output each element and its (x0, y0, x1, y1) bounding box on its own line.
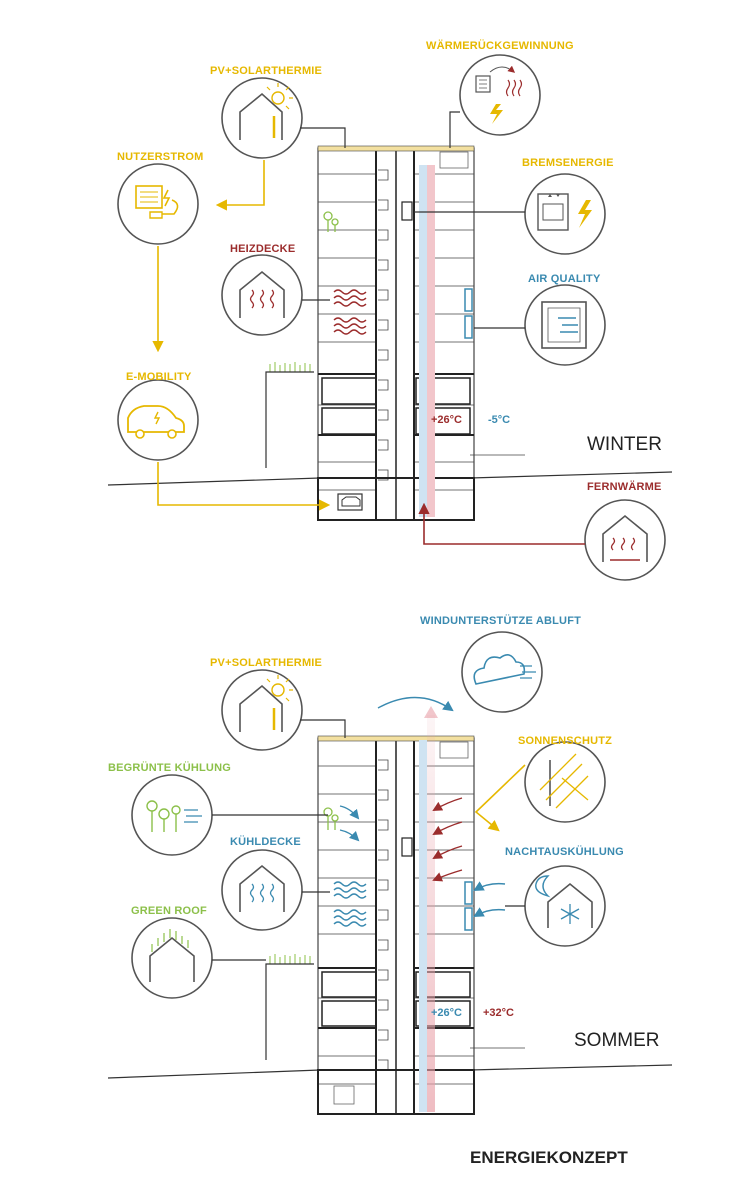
emob-to-garage-arrow (157, 462, 331, 511)
wind-icon (558, 317, 578, 333)
window-icon (541, 301, 587, 349)
label-air-quality: AIR QUALITY (528, 273, 601, 285)
wind-exhaust-node: WINDUNTERSTÜTZE ABLUFT (420, 614, 581, 713)
grass-icon (269, 362, 311, 372)
ground-line (107, 1069, 321, 1079)
district-heating-node: FERNWÄRME (584, 480, 666, 581)
sun-shading-node: SONNENSCHUTZ (518, 735, 612, 823)
label-pv: PV+SOLARTHERMIE (210, 65, 322, 77)
heat-exhaust-arrows (432, 797, 463, 882)
ground-line (469, 1064, 673, 1071)
house-icon (239, 864, 285, 912)
label-pv: PV+SOLARTHERMIE (210, 657, 322, 669)
moon-icon (535, 875, 551, 898)
trees-icon (146, 800, 181, 832)
facade-vents (464, 288, 473, 339)
house-icon (239, 92, 283, 140)
exhaust-shaft (427, 715, 435, 1112)
cooling-ceiling-node: KÜHLDECKE (221, 835, 303, 931)
device-icon (475, 75, 491, 93)
pv-to-user-arrow (215, 160, 265, 211)
house-icon (239, 270, 285, 318)
air-quality-node: AIR QUALITY (524, 273, 606, 366)
sun-reflect-arrow (474, 764, 526, 832)
label-wind-exhaust: WINDUNTERSTÜTZE ABLUFT (420, 614, 581, 627)
roof-connector (265, 371, 314, 468)
emobility-node: E-MOBILITY (117, 371, 199, 461)
indoor-tree-icon (323, 807, 339, 830)
user-power-node: NUTZERSTROM (117, 151, 204, 245)
facade-vents (464, 881, 506, 931)
label-heating-ceiling: HEIZDECKE (230, 243, 295, 255)
wind-icon (520, 665, 536, 679)
wind-arrow (377, 696, 454, 712)
label-green-roof: GREEN ROOF (131, 905, 207, 917)
bolt-icon (578, 200, 592, 228)
night-cooling-node: NACHTAUSKÜHLUNG (505, 845, 624, 947)
season-winter: WINTER (587, 434, 662, 455)
label-green-cooling: BEGRÜNTE KÜHLUNG (108, 761, 231, 774)
cool-air-shaft (419, 740, 427, 1112)
label-district-heating: FERNWÄRME (587, 480, 662, 493)
heat-recovery-node: WÄRMERÜCKGEWINNUNG (426, 39, 574, 136)
fresh-air-shaft (419, 165, 427, 517)
district-heating-arrow (418, 502, 585, 545)
label-night-cooling: NACHTAUSKÜHLUNG (505, 845, 624, 858)
heating-waves (333, 289, 367, 335)
heat-recovery-connector (449, 111, 460, 148)
house-icon (547, 882, 593, 928)
summer-section: WINDUNTERSTÜTZE ABLUFT PV+SOLARTHERMIE S… (107, 614, 673, 1115)
building-section (317, 145, 475, 521)
green-roof-node: GREEN ROOF (131, 905, 213, 999)
cooling-waves (333, 881, 367, 927)
cloud-icon (473, 654, 526, 685)
heating-ceiling-node: HEIZDECKE (221, 243, 303, 336)
house-icon (239, 684, 283, 732)
cool-air-arrows (339, 805, 360, 842)
sun-icon (271, 683, 285, 697)
plug-icon (149, 211, 163, 219)
bolt-icon (490, 104, 503, 124)
grass-icon (269, 954, 311, 964)
ground-line (469, 471, 673, 479)
panel-icon (135, 185, 163, 209)
garage-car-icon (337, 493, 363, 511)
pv-connector (300, 127, 346, 148)
indoor-tree-icon (323, 211, 339, 232)
building-section (317, 735, 475, 1115)
diagram-title: ENERGIEKONZEPT (470, 1148, 628, 1167)
warm-air-shaft (427, 165, 435, 517)
label-sun-shading: SONNENSCHUTZ (518, 735, 612, 747)
pv-solar-node: PV+SOLARTHERMIE (210, 657, 322, 751)
pv-solar-node: PV+SOLARTHERMIE (210, 65, 322, 159)
ground-line (107, 477, 321, 486)
label-user-power: NUTZERSTROM (117, 151, 204, 163)
label-brake-energy: BREMSENERGIE (522, 157, 614, 169)
roof-connector (265, 963, 314, 1060)
label-heat-recovery: WÄRMERÜCKGEWINNUNG (426, 39, 574, 52)
green-cooling-node: BEGRÜNTE KÜHLUNG (108, 761, 231, 856)
grass-icon (151, 929, 189, 952)
house-icon (602, 514, 648, 562)
heat-icon (505, 79, 523, 97)
winter-section: PV+SOLARTHERMIE WÄRMERÜCKGEWINNUNG NUTZE… (107, 39, 673, 581)
temp-outside-summer: +32°C (483, 1007, 514, 1019)
exhaust-arrow (424, 706, 438, 718)
pv-connector (300, 719, 346, 738)
snowflake-icon (560, 904, 580, 924)
label-emobility: E-MOBILITY (126, 371, 192, 383)
house-icon (149, 936, 195, 982)
temp-inside-winter: +26°C (431, 414, 462, 426)
car-icon (127, 405, 185, 433)
brake-energy-node: BREMSENERGIE (522, 157, 614, 255)
temp-inside-summer: +26°C (431, 1007, 462, 1019)
wind-icon (184, 809, 202, 823)
sun-icon (271, 91, 285, 105)
temp-outside-winter: -5°C (488, 414, 510, 426)
label-cooling-ceiling: KÜHLDECKE (230, 835, 301, 848)
elevator-icon (537, 193, 569, 231)
season-summer: SOMMER (574, 1030, 660, 1051)
